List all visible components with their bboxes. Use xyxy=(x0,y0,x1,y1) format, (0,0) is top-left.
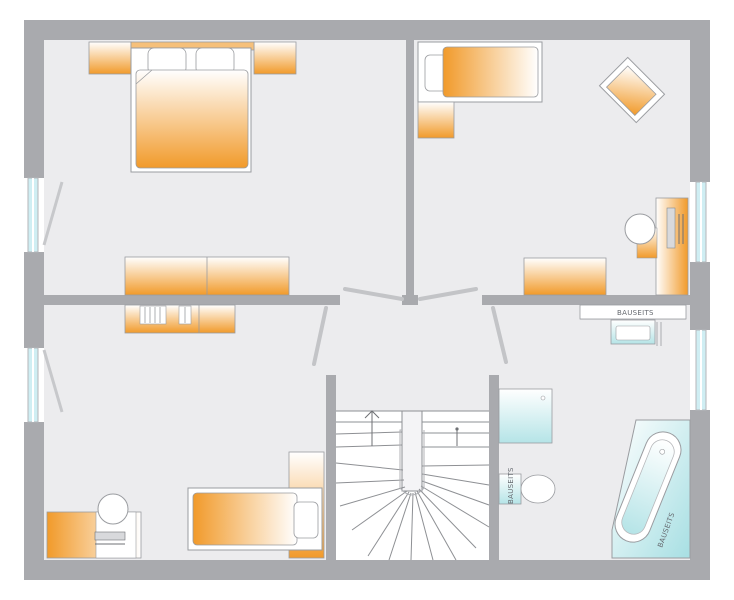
dresser xyxy=(523,257,607,296)
stair-core xyxy=(401,410,423,492)
child-room-bottom xyxy=(46,304,325,559)
bedside-shelf xyxy=(417,101,455,139)
monitor xyxy=(666,207,676,249)
sink-note: BAUSEITS xyxy=(617,309,654,317)
desk-chair xyxy=(97,493,129,525)
countertop xyxy=(579,304,687,320)
staircase xyxy=(335,410,490,561)
wc-note: BAUSEITS xyxy=(507,467,515,504)
radiator xyxy=(139,305,167,325)
blanket xyxy=(442,46,539,98)
armchair xyxy=(598,56,666,124)
master-bedroom xyxy=(88,41,297,296)
windows xyxy=(27,177,707,423)
desk-chair xyxy=(624,213,656,245)
keyboard xyxy=(94,531,126,541)
blanket xyxy=(192,492,298,546)
child-room-top xyxy=(417,41,689,296)
doors xyxy=(312,287,508,366)
pillow-icon xyxy=(293,501,319,539)
bathroom: BAUSEITS BAUSEITS BAUSEITS xyxy=(498,304,691,559)
nightstand-left xyxy=(88,41,132,75)
nightstand-right xyxy=(253,41,297,75)
toilet-icon xyxy=(520,474,556,504)
duvet xyxy=(135,69,249,169)
